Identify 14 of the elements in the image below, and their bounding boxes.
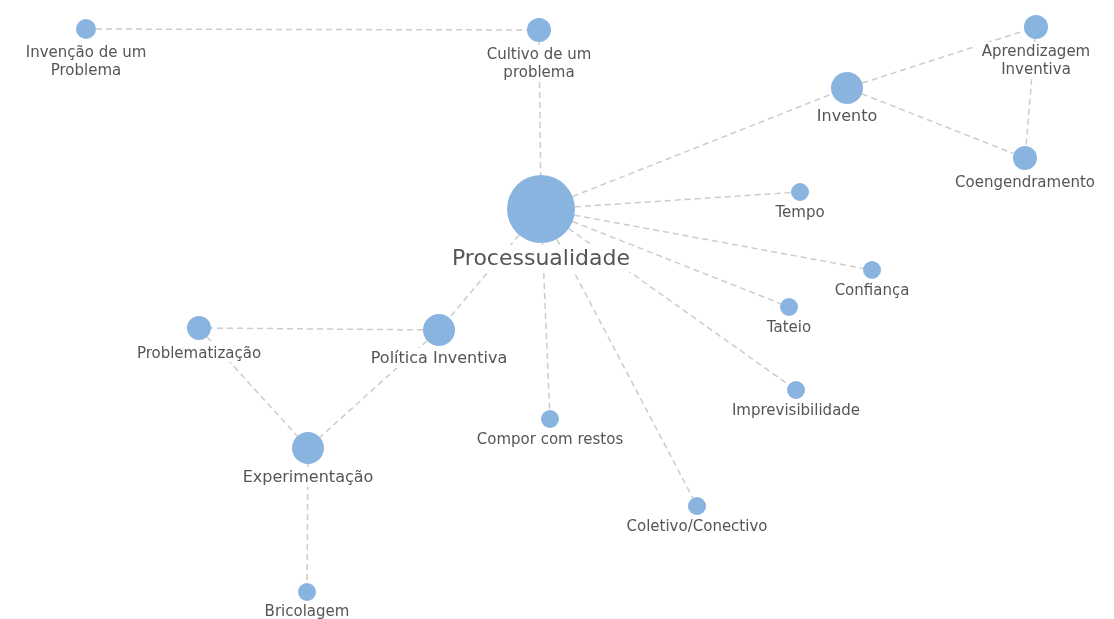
node-label: Tempo [773, 203, 827, 222]
dashed-connector [206, 336, 298, 437]
dashed-connector [319, 339, 428, 439]
node-label: Coengendramento [953, 173, 1097, 192]
dashed-connector [861, 93, 1015, 155]
dashed-connector [556, 238, 694, 499]
dashed-connector [574, 191, 792, 208]
dashed-connector [573, 214, 864, 270]
dashed-connector [541, 242, 551, 411]
dashed-connector [571, 220, 782, 305]
node-label: Bricolagem [262, 602, 352, 619]
node-label: Confiança [832, 281, 912, 300]
node-label: Compor com restos [474, 430, 626, 449]
dashed-connector [210, 327, 424, 331]
